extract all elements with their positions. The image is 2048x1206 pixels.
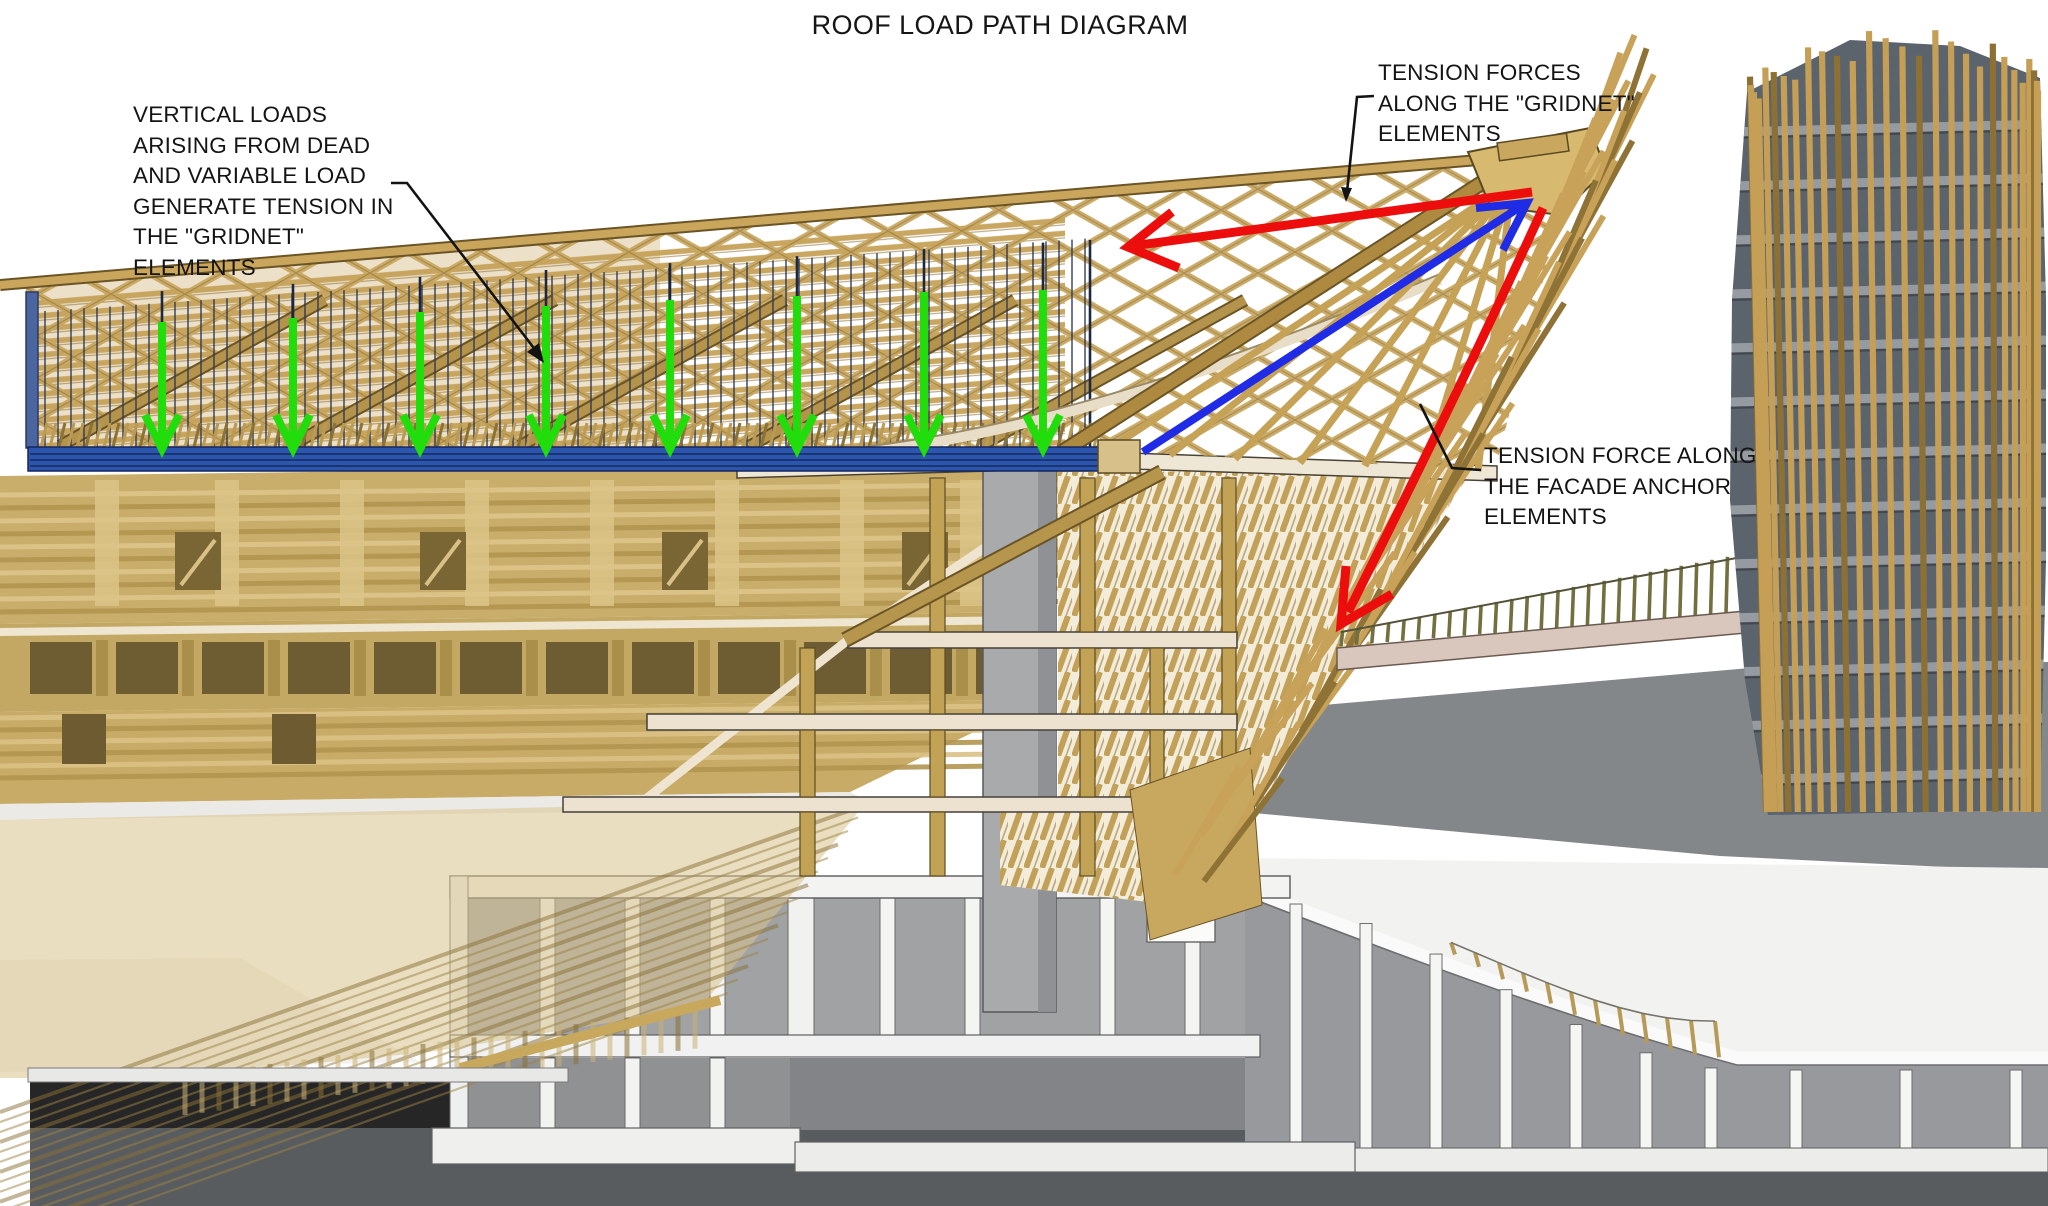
seating-bowl xyxy=(0,462,1105,1206)
slab-level-3 xyxy=(646,713,1238,731)
leader-vertical-loads-arrowhead xyxy=(527,343,544,363)
concrete-core-shade xyxy=(1038,470,1056,1012)
page-title: ROOF LOAD PATH DIAGRAM xyxy=(811,10,1189,40)
plaza-columns xyxy=(1289,903,2023,1149)
plaza-edge xyxy=(1242,881,2048,1065)
raker-beam xyxy=(458,995,722,1073)
plaza-underside xyxy=(1245,888,2048,1148)
note-gridnet-tension: TENSION FORCES ALONG THE "GRIDNET" ELEME… xyxy=(1378,58,1635,150)
chord-connector xyxy=(1097,439,1141,474)
plaza-railing xyxy=(1449,941,1721,1058)
plinth-left xyxy=(431,1127,801,1165)
leader-gridnet-arrowhead xyxy=(1341,187,1352,202)
basement-wall-lower xyxy=(790,1058,1245,1130)
red-facade-arrowhead xyxy=(1335,565,1395,633)
note-line: ELEMENTS xyxy=(1378,121,1501,146)
gridnet-resultant-arrow xyxy=(1140,198,1534,456)
plaza-podium xyxy=(1242,858,2048,1173)
bridge-rail-wire xyxy=(1340,553,1759,633)
blue-arrowhead xyxy=(1475,198,1534,252)
bridge-deck xyxy=(1336,609,1758,671)
plinth-right xyxy=(794,1141,1356,1173)
note-line: AND VARIABLE LOAD xyxy=(133,163,367,188)
note-facade-anchor: TENSION FORCE ALONG THE FACADE ANCHOR EL… xyxy=(1484,441,1757,533)
leader-gridnet-tension xyxy=(1345,94,1375,193)
gridnet-tension-arrow xyxy=(1119,187,1533,273)
note-line: ELEMENTS xyxy=(1484,504,1607,529)
top-chord xyxy=(0,154,1503,289)
red-roof-line xyxy=(1131,187,1533,251)
red-roof-arrowhead xyxy=(1119,208,1181,273)
note-line: ELEMENTS xyxy=(133,254,256,280)
note-vertical-loads: VERTICAL LOADS ARISING FROM DEAD AND VAR… xyxy=(133,100,394,283)
leader-lines xyxy=(391,94,1482,472)
bridge-railing-fins xyxy=(1339,553,1745,647)
pedestrian-bridge xyxy=(1336,553,1759,671)
timber-tower xyxy=(1730,30,2046,815)
plaza-edge-line xyxy=(1244,895,2048,1066)
section-columns xyxy=(799,477,1237,877)
note-line: ALONG THE "GRIDNET" xyxy=(1378,90,1635,116)
note-line: TENSION FORCES xyxy=(1378,60,1581,85)
vertical-load-arrows xyxy=(141,290,1064,458)
diagonal-beam xyxy=(842,466,1165,646)
slab-level-2 xyxy=(847,631,1238,649)
note-line: THE "GRIDNET" xyxy=(133,224,305,249)
plaza-deck xyxy=(1245,858,2048,1058)
facade-anchor-arrow xyxy=(1335,206,1548,633)
leader-vertical-loads xyxy=(391,181,542,357)
tower-slats xyxy=(1746,30,2042,813)
red-facade-line xyxy=(1343,206,1548,615)
note-line: TENSION FORCE ALONG xyxy=(1484,443,1757,468)
lower-bowl-base xyxy=(0,800,868,1078)
blue-diagonal-line xyxy=(1140,203,1523,456)
leader-facade-anchor xyxy=(1418,403,1482,472)
concourse-cap xyxy=(0,616,1040,636)
mid-tier-vomitories xyxy=(62,714,316,764)
edge-post xyxy=(25,291,39,449)
note-line: VERTICAL LOADS xyxy=(133,102,328,127)
note-line: THE FACADE ANCHOR xyxy=(1484,473,1732,499)
ground-floor-slab xyxy=(27,1067,569,1083)
note-line: GENERATE TENSION IN xyxy=(133,193,394,219)
upper-tier-vomitories xyxy=(175,532,948,590)
note-line: ARISING FROM DEAD xyxy=(133,132,371,158)
plaza-lower-slab xyxy=(1244,1147,2048,1173)
main-rafter xyxy=(1058,162,1509,458)
apex-cap xyxy=(1496,132,1570,162)
